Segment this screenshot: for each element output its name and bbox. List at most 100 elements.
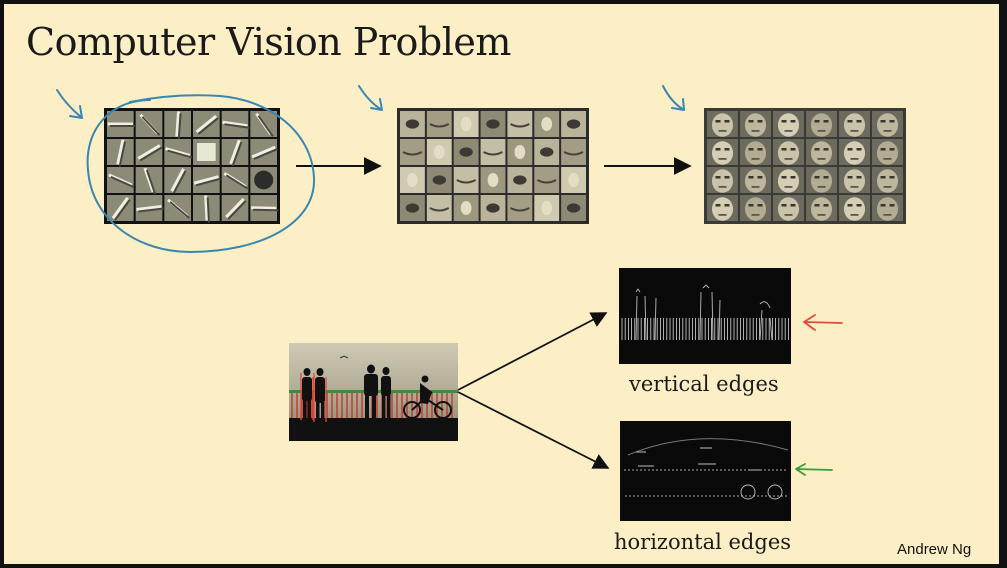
pen-annotations bbox=[56, 85, 685, 254]
arrow-to-horizontal-edges bbox=[457, 391, 610, 469]
edge-filter-cell bbox=[164, 111, 191, 139]
face-part-cell bbox=[400, 195, 425, 221]
edge-filter-cell bbox=[164, 167, 191, 194]
face-model-cell bbox=[773, 195, 804, 221]
face-part-cell bbox=[480, 167, 506, 193]
face-model-cell bbox=[806, 195, 837, 221]
author-credit: Andrew Ng bbox=[897, 541, 972, 558]
face-part-cell bbox=[426, 139, 452, 165]
edge-filter-cell bbox=[250, 195, 279, 221]
edge-filter-cell bbox=[164, 139, 193, 165]
edge-filter-cell bbox=[221, 167, 249, 193]
horizontal-edges-image bbox=[620, 421, 791, 521]
face-part-cell bbox=[561, 195, 586, 221]
vertical-edges-image bbox=[619, 268, 791, 364]
face-models-panel bbox=[704, 108, 906, 224]
face-part-cell bbox=[453, 195, 479, 221]
arrow-to-vertical-edges bbox=[457, 312, 608, 391]
frame-bottom-border bbox=[0, 564, 1007, 568]
red-arrow-annotation bbox=[803, 314, 843, 331]
face-model-cell bbox=[872, 167, 903, 193]
face-part-cell bbox=[400, 167, 425, 193]
street-photo bbox=[289, 343, 458, 441]
face-part-cell bbox=[453, 167, 479, 193]
edge-filter-cell bbox=[135, 139, 163, 165]
face-model-cell bbox=[806, 139, 837, 165]
face-model-cell bbox=[740, 195, 771, 221]
face-part-cell bbox=[480, 111, 506, 137]
edge-filter-cell bbox=[193, 195, 220, 223]
face-model-cell bbox=[740, 167, 771, 193]
face-part-cell bbox=[453, 111, 479, 137]
checkmark-annotation bbox=[662, 85, 685, 111]
edge-filter-cell bbox=[193, 167, 221, 193]
face-part-cell bbox=[507, 167, 533, 193]
face-model-cell bbox=[740, 139, 771, 165]
edge-filter-cell bbox=[193, 111, 220, 137]
face-model-cell bbox=[839, 111, 870, 137]
edge-filter-cell bbox=[250, 167, 277, 193]
face-part-cell bbox=[480, 195, 506, 221]
edge-filter-cell bbox=[250, 111, 277, 137]
face-model-cell bbox=[872, 111, 903, 137]
face-part-cell bbox=[534, 139, 560, 165]
face-part-cell bbox=[561, 111, 586, 137]
face-part-cell bbox=[534, 167, 560, 193]
edge-filters-panel bbox=[104, 108, 280, 224]
face-model-cell bbox=[773, 167, 804, 193]
face-model-cell bbox=[773, 139, 804, 165]
face-part-cell bbox=[426, 195, 452, 221]
face-part-cell bbox=[453, 139, 479, 165]
face-model-cell bbox=[773, 111, 804, 137]
face-model-cell bbox=[707, 139, 738, 165]
edge-filter-cell bbox=[107, 195, 134, 221]
face-part-cell bbox=[426, 167, 452, 193]
face-part-cell bbox=[426, 111, 452, 137]
face-part-cell bbox=[507, 111, 533, 137]
horizontal-edges-caption: horizontal edges bbox=[614, 530, 792, 554]
face-model-cell bbox=[839, 139, 870, 165]
edge-filter-cell bbox=[135, 195, 164, 221]
face-model-cell bbox=[806, 111, 837, 137]
face-part-cell bbox=[400, 139, 425, 165]
face-part-cell bbox=[507, 195, 533, 221]
face-model-cell bbox=[839, 195, 870, 221]
face-model-cell bbox=[872, 195, 903, 221]
edge-filter-cell bbox=[221, 139, 249, 167]
vertical-edges-caption: vertical edges bbox=[629, 372, 779, 396]
face-model-cell bbox=[740, 111, 771, 137]
face-part-cell bbox=[534, 111, 560, 137]
frame-left-border bbox=[0, 0, 4, 568]
slide-title: Computer Vision Problem bbox=[26, 20, 511, 64]
frame-right-border bbox=[999, 0, 1007, 568]
face-part-cell bbox=[507, 139, 533, 165]
face-model-cell bbox=[707, 167, 738, 193]
edge-filter-cell bbox=[107, 111, 135, 137]
face-model-cell bbox=[806, 167, 837, 193]
face-part-cell bbox=[561, 139, 586, 165]
face-part-cell bbox=[400, 111, 425, 137]
edge-filter-cell bbox=[107, 167, 135, 193]
edge-filter-cell bbox=[250, 139, 278, 165]
checkmark-annotation bbox=[358, 85, 383, 111]
face-model-cell bbox=[707, 195, 738, 221]
face-model-cell bbox=[707, 111, 738, 137]
edge-filter-cell bbox=[193, 139, 220, 165]
face-model-cell bbox=[872, 139, 903, 165]
edge-filter-cell bbox=[221, 111, 250, 137]
face-part-cell bbox=[534, 195, 560, 221]
edge-filter-cell bbox=[135, 111, 163, 137]
checkmark-annotation bbox=[56, 89, 83, 119]
face-part-cell bbox=[561, 167, 586, 193]
green-arrow-annotation bbox=[795, 463, 833, 476]
face-parts-panel bbox=[397, 108, 589, 224]
edge-filter-cell bbox=[107, 139, 134, 167]
edge-filter-cell bbox=[135, 167, 163, 195]
face-model-cell bbox=[839, 167, 870, 193]
edge-filter-cell bbox=[221, 195, 249, 221]
edge-filter-cell bbox=[164, 195, 191, 221]
circle-annotation bbox=[86, 94, 316, 254]
face-part-cell bbox=[480, 139, 506, 165]
